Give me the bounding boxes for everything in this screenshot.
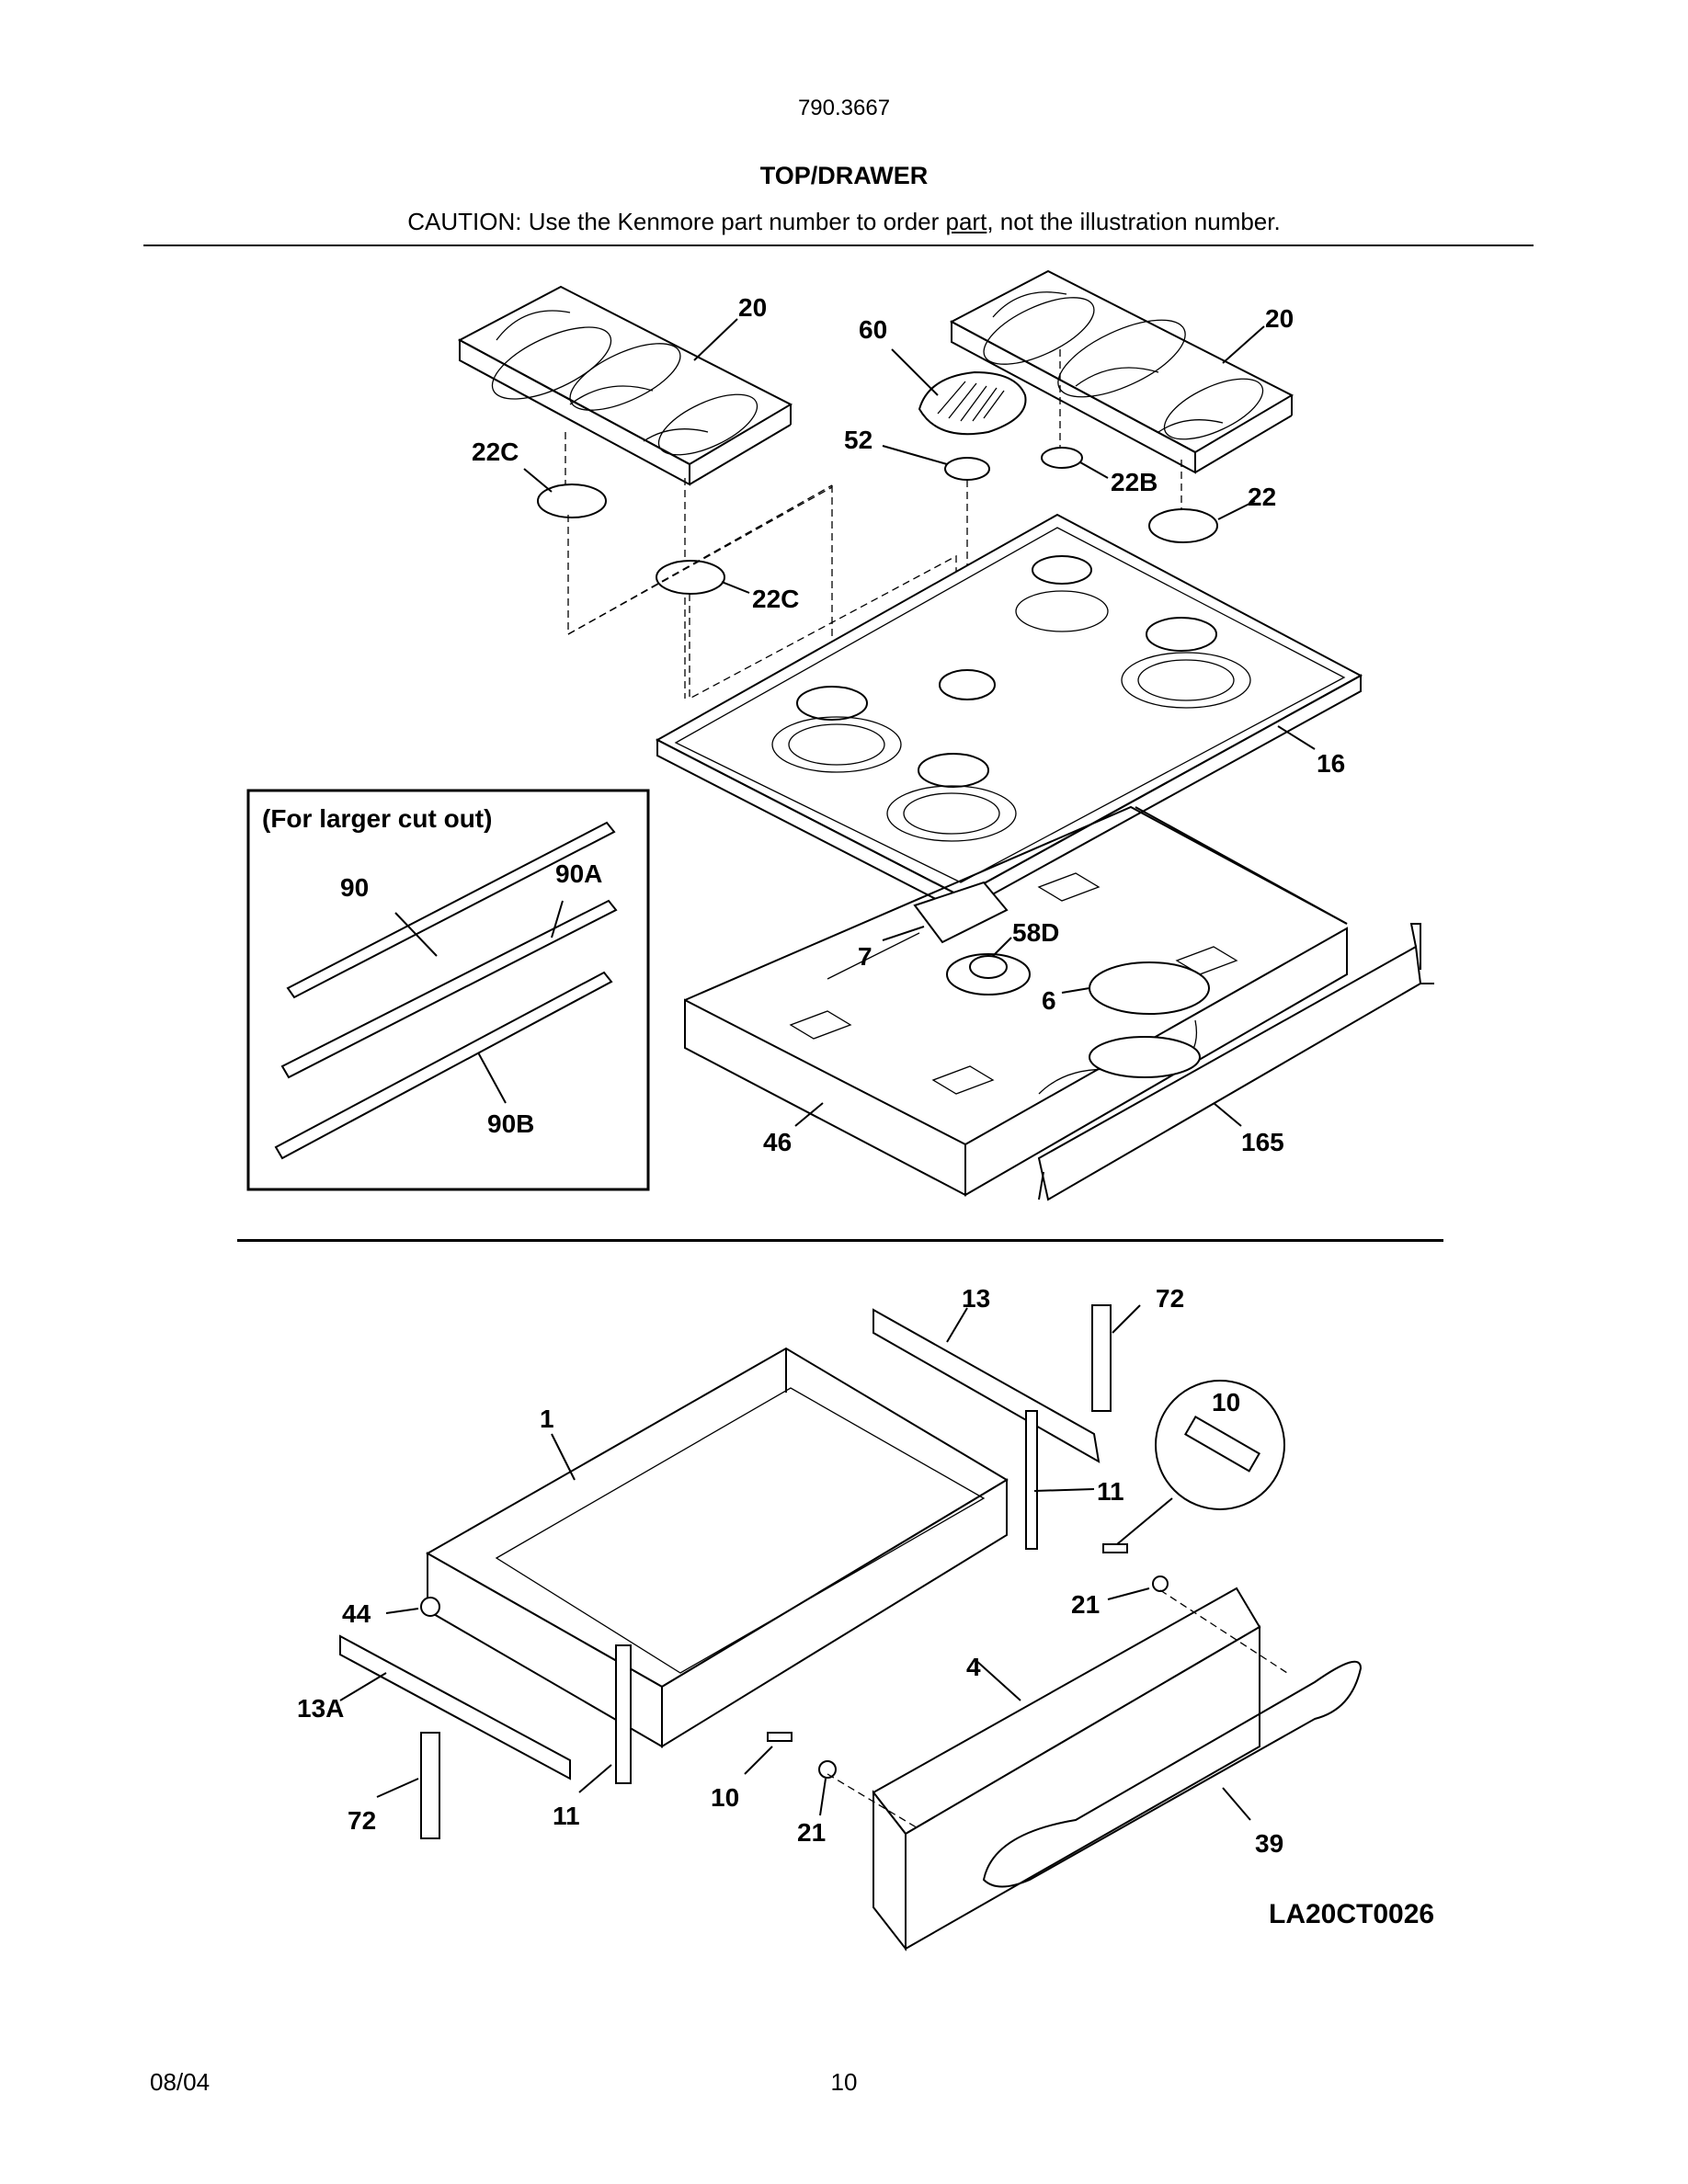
callout-13: 13 <box>962 1284 990 1313</box>
callout-22: 22 <box>1248 483 1276 511</box>
callout-165: 165 <box>1241 1128 1284 1156</box>
bracket-11-bottom <box>615 1644 632 1784</box>
screw-10-top <box>1102 1543 1128 1553</box>
drawer-handle-part <box>982 1660 1363 1888</box>
callout-21-top: 21 <box>1071 1590 1100 1619</box>
bracket-72-bottom <box>420 1732 440 1839</box>
callout-16: 16 <box>1317 749 1345 778</box>
callout-4: 4 <box>966 1653 981 1681</box>
callout-6: 6 <box>1042 986 1056 1015</box>
burner-cap-22c-front <box>656 560 725 595</box>
callout-13a: 13A <box>297 1694 344 1723</box>
footer-date: 08/04 <box>150 2068 211 2096</box>
callout-20-right: 20 <box>1265 304 1294 333</box>
side-trim-rail-part <box>1037 923 1434 1201</box>
page-number: 10 <box>830 2068 858 2096</box>
burner-cap-52 <box>944 457 990 481</box>
callout-90b: 90B <box>487 1109 534 1138</box>
trim-strip-90b <box>274 971 613 1160</box>
callout-90: 90 <box>340 873 369 902</box>
section-divider <box>237 1239 1443 1242</box>
trim-strip-90a <box>280 899 618 1079</box>
burner-cap-22c-left <box>537 483 607 518</box>
washer-21-top <box>1152 1575 1169 1592</box>
washer-21-bottom <box>818 1760 837 1779</box>
caution-note: CAUTION: Use the Kenmore part number to … <box>0 208 1688 236</box>
callout-11-bottom: 11 <box>553 1802 580 1830</box>
caution-text-underlined: part <box>945 208 987 235</box>
trim-strip-90 <box>286 821 616 999</box>
burner-cap-22 <box>1148 508 1218 543</box>
diagram-code: LA20CT0026 <box>1269 1899 1434 1929</box>
magnified-screw-detail <box>1116 1380 1285 1545</box>
callout-22c-left: 22C <box>472 438 519 466</box>
callout-44: 44 <box>342 1599 371 1628</box>
section-title: TOP/DRAWER <box>759 162 929 189</box>
model-number: 790.3667 <box>797 96 891 120</box>
leader-lines <box>339 318 1316 1821</box>
burner-cap-22b <box>1041 447 1083 469</box>
callout-10-magnified: 10 <box>1212 1388 1240 1416</box>
callout-22b: 22B <box>1111 468 1158 496</box>
right-grate-part <box>949 269 1295 515</box>
cooktop-pan-part <box>684 805 1348 1197</box>
cooktop-main-top-part <box>655 513 1363 914</box>
larger-cutout-inset-box: (For larger cut out) <box>246 789 650 1191</box>
caution-text-start: CAUTION: Use the Kenmore part number to … <box>407 208 946 235</box>
callout-20-left: 20 <box>738 293 767 322</box>
callout-39: 39 <box>1255 1829 1283 1858</box>
callout-11-top: 11 <box>1097 1477 1124 1506</box>
callout-72-top: 72 <box>1156 1284 1184 1313</box>
inset-title: (For larger cut out) <box>262 804 492 833</box>
drawer-front-panel-part <box>872 1587 1261 1951</box>
drawer-body-part <box>425 1347 1009 1748</box>
drawer-slide-13-part <box>873 1308 1101 1463</box>
callout-1: 1 <box>540 1405 554 1433</box>
bracket-72-top <box>1091 1304 1112 1412</box>
callout-21-bottom: 21 <box>797 1818 826 1847</box>
bracket-11-top <box>1025 1410 1038 1550</box>
callout-52: 52 <box>844 426 873 454</box>
callout-58d: 58D <box>1012 918 1059 947</box>
callout-10-bottom: 10 <box>711 1783 739 1812</box>
callout-60: 60 <box>859 315 887 344</box>
callout-90a: 90A <box>555 859 602 888</box>
caution-text-end: , not the illustration number. <box>987 208 1281 235</box>
callout-22c-front: 22C <box>752 585 799 613</box>
callout-7: 7 <box>858 942 873 971</box>
roller-44 <box>420 1597 440 1617</box>
drawer-slide-13a-part <box>339 1634 571 1780</box>
screw-10-bottom <box>767 1732 793 1742</box>
header-divider <box>143 245 1534 246</box>
callout-46: 46 <box>763 1128 792 1156</box>
callout-72-bottom: 72 <box>348 1806 376 1835</box>
left-grate-part <box>457 285 793 699</box>
simmer-plate-part <box>918 370 1027 436</box>
